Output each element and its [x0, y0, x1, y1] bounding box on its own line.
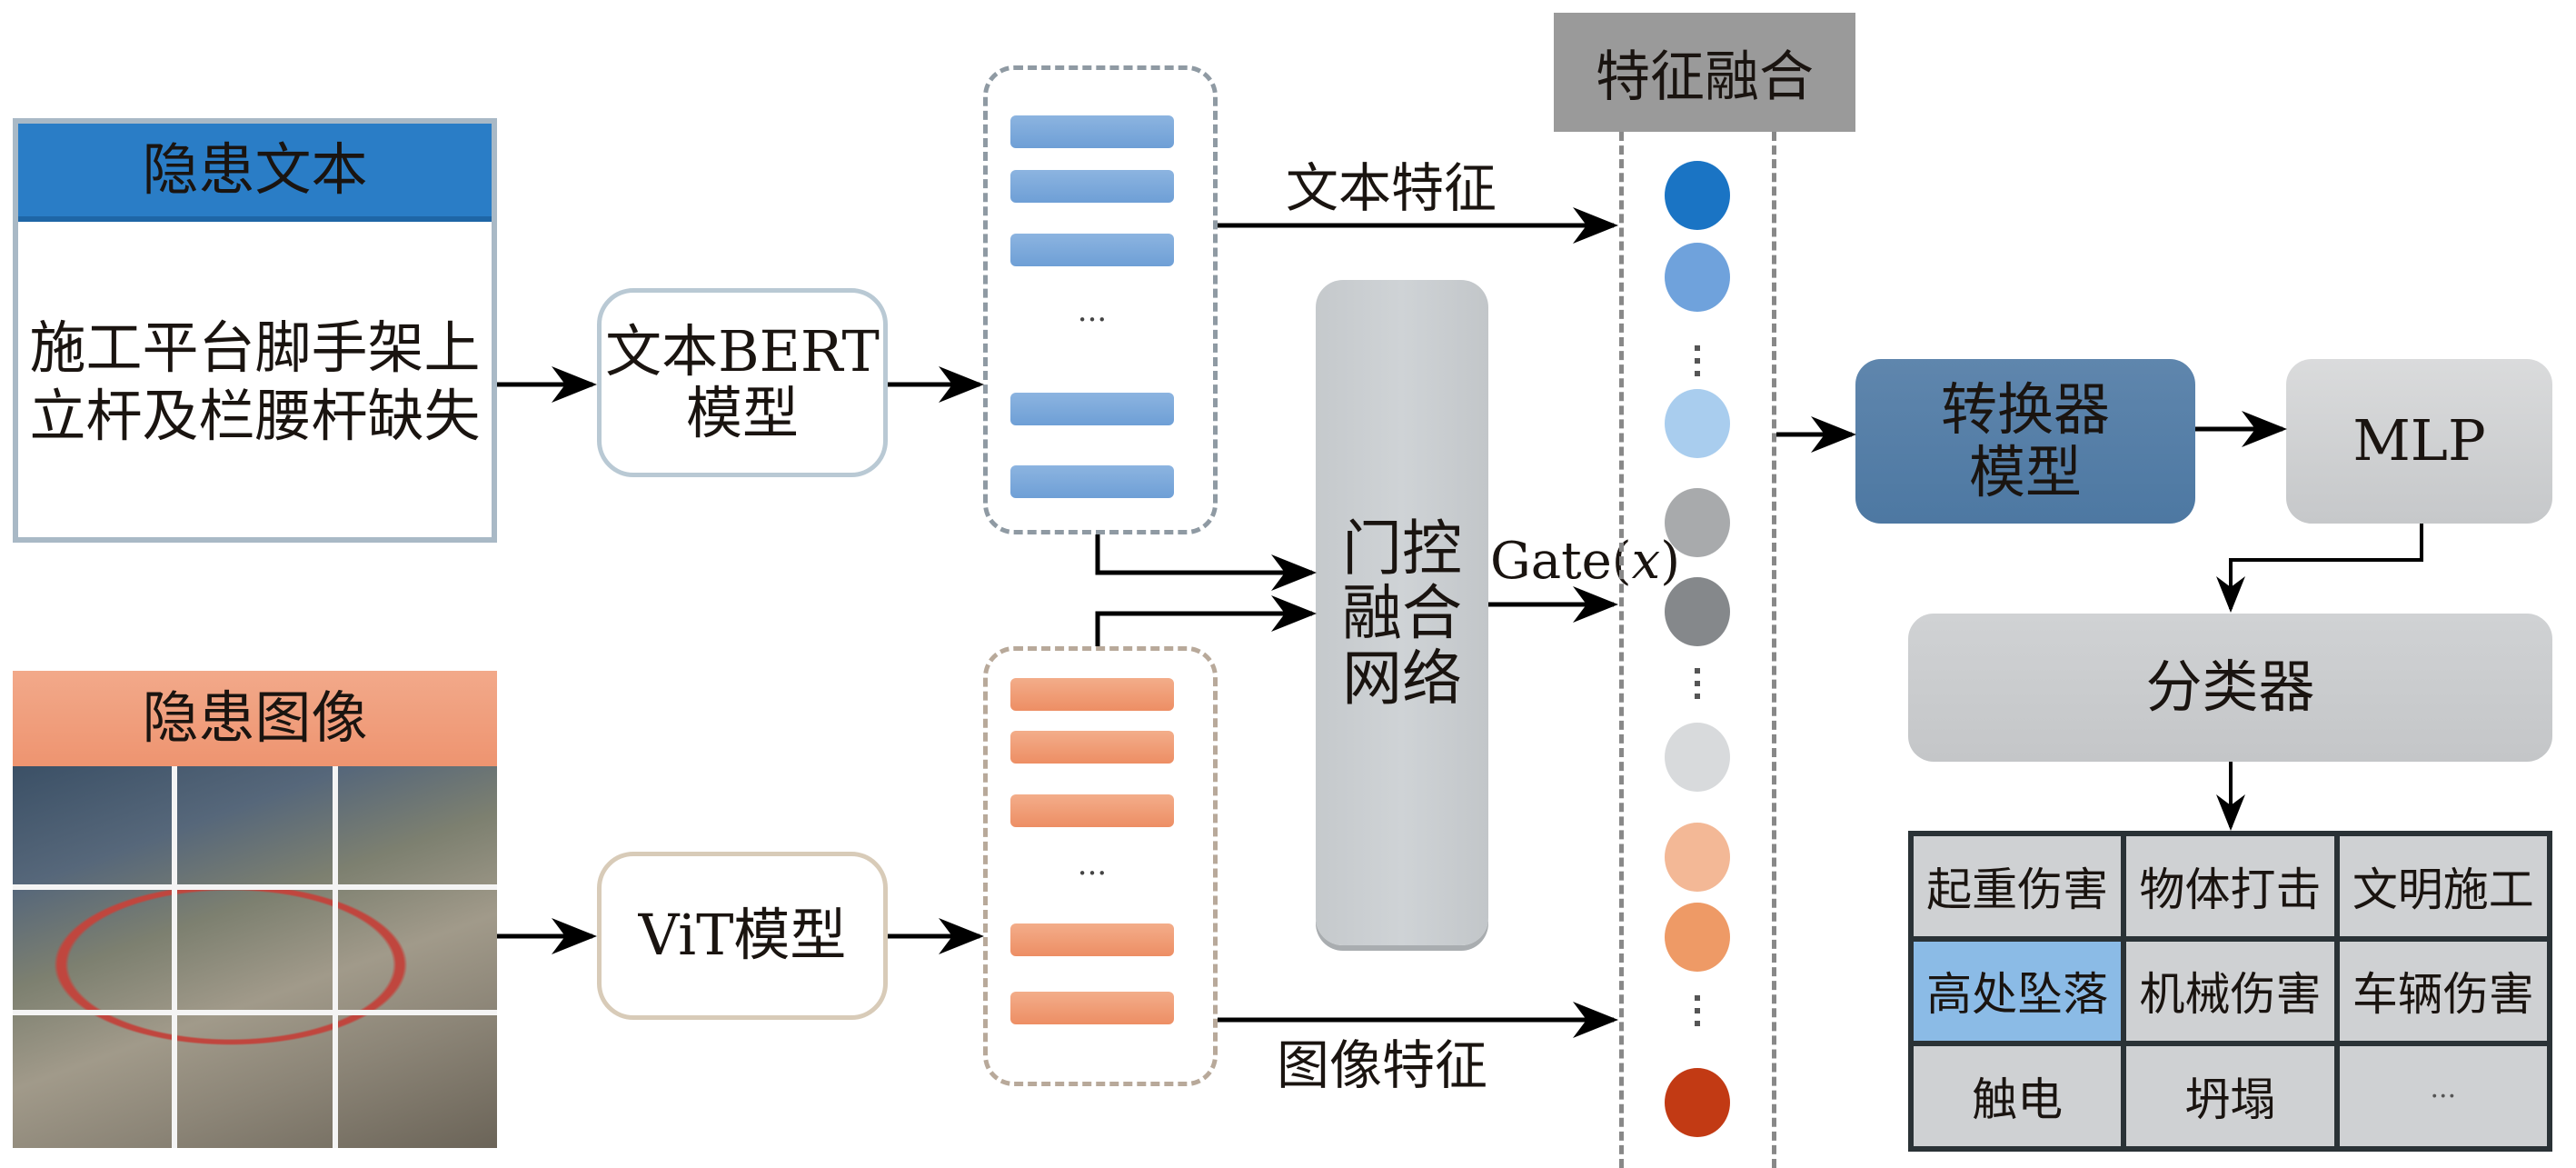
text-feature-bar — [1010, 393, 1174, 425]
hazard-image-header: 隐患图像 — [13, 671, 497, 766]
hazard-text-body: 施工平台脚手架上 立杆及栏腰杆缺失 — [18, 222, 492, 543]
transformer-model-box: 转换器 模型 — [1855, 359, 2195, 524]
class-cell-highlighted: 高处坠落 — [1914, 941, 2122, 1042]
class-cell: 起重伤害 — [1914, 836, 2122, 936]
hazard-text-line-2: 立杆及栏腰杆缺失 — [29, 382, 481, 449]
patch-grid-line — [13, 884, 497, 890]
text-feature-bar — [1010, 234, 1174, 266]
vertical-ellipsis — [1695, 345, 1700, 382]
fused-feature-dot — [1665, 903, 1730, 972]
mlp-box: MLP — [2286, 359, 2552, 524]
fused-feature-dot — [1665, 243, 1730, 312]
text-feature-group: ··· — [983, 65, 1218, 534]
arrow-text-features-to-gate — [1095, 534, 1317, 591]
image-feature-ellipsis: ··· — [1077, 855, 1108, 892]
class-cell: 文明施工 — [2339, 836, 2547, 936]
image-feature-bar — [1010, 678, 1174, 711]
gate-label-prefix: Gate( — [1490, 532, 1632, 591]
hazard-text-header: 隐患文本 — [18, 124, 492, 222]
transformer-label-line-2: 模型 — [1968, 438, 2082, 505]
text-feature-label: 文本特征 — [1286, 157, 1497, 219]
class-cell-more: ··· — [2339, 1046, 2547, 1146]
transformer-label-line-1: 转换器 — [1940, 376, 2110, 444]
fused-feature-dot — [1665, 161, 1730, 230]
fused-feature-dot — [1665, 577, 1730, 646]
hazard-photo-patches — [13, 766, 497, 1148]
fused-feature-column — [1619, 132, 1776, 1168]
gate-label-line-3: 网络 — [1342, 643, 1462, 714]
vertical-ellipsis — [1695, 668, 1700, 704]
class-cell: 机械伤害 — [2126, 941, 2334, 1042]
hazard-image-panel: 隐患图像 — [13, 671, 497, 1148]
patch-grid-line — [13, 1010, 497, 1015]
class-cell: 坍塌 — [2126, 1046, 2334, 1146]
image-feature-bar — [1010, 992, 1174, 1024]
image-feature-bar — [1010, 731, 1174, 764]
bert-model-box: 文本BERT 模型 — [597, 288, 888, 477]
vit-label: ViT模型 — [638, 902, 847, 969]
fused-feature-dot — [1665, 1068, 1730, 1137]
text-feature-bar — [1010, 465, 1174, 498]
gate-label-line-2: 融合 — [1342, 578, 1462, 649]
text-feature-bar — [1010, 170, 1174, 203]
bert-label-line-2: 模型 — [685, 380, 799, 446]
hazard-text-line-1: 施工平台脚手架上 — [29, 314, 481, 382]
fused-feature-dot — [1665, 723, 1730, 792]
bert-label-line-1: 文本BERT — [605, 317, 880, 384]
class-cell: 物体打击 — [2126, 836, 2334, 936]
image-feature-label: 图像特征 — [1277, 1034, 1488, 1096]
text-feature-bar — [1010, 115, 1174, 148]
class-cell: 车辆伤害 — [2339, 941, 2547, 1042]
image-feature-group: ··· — [983, 646, 1218, 1086]
fused-feature-dot — [1665, 389, 1730, 458]
vit-model-box: ViT模型 — [597, 852, 888, 1020]
hazard-text-panel: 隐患文本 施工平台脚手架上 立杆及栏腰杆缺失 — [13, 118, 497, 543]
text-feature-ellipsis: ··· — [1077, 302, 1108, 338]
image-feature-bar — [1010, 794, 1174, 827]
classifier-box: 分类器 — [1908, 614, 2552, 762]
arrow-mlp-to-classifier — [2216, 524, 2423, 613]
vertical-ellipsis — [1695, 995, 1700, 1032]
gated-fusion-network: 门控 融合 网络 — [1316, 280, 1488, 945]
patch-grid-line — [172, 766, 177, 1148]
hazard-class-table: 起重伤害 物体打击 文明施工 高处坠落 机械伤害 车辆伤害 触电 坍塌 ··· — [1908, 831, 2552, 1152]
fused-feature-dot — [1665, 488, 1730, 557]
gate-label-line-1: 门控 — [1342, 514, 1462, 584]
fused-feature-dot — [1665, 823, 1730, 892]
class-cell: 触电 — [1914, 1046, 2122, 1146]
gate-output-label: Gate(x) — [1490, 532, 1680, 591]
image-feature-bar — [1010, 923, 1174, 956]
arrow-image-features-to-gate — [1095, 595, 1317, 646]
gate-label-var: x — [1631, 532, 1661, 591]
patch-grid-line — [333, 766, 338, 1148]
feature-fusion-header: 特征融合 — [1554, 13, 1855, 132]
